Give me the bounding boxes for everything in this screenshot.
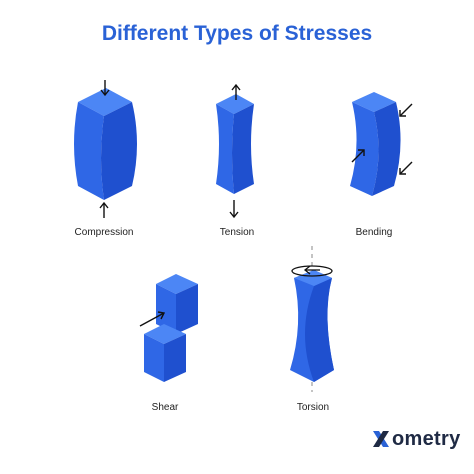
arrow-icon (139, 311, 166, 327)
torsion-figure (290, 246, 334, 392)
xometry-x-icon (373, 431, 389, 447)
bending-label: Bending (355, 227, 393, 238)
tension-label: Tension (219, 227, 255, 238)
brand-logo: ometry (370, 424, 461, 454)
arrow-icon (351, 103, 413, 175)
torsion-label: Torsion (296, 402, 330, 413)
tension-figure (216, 84, 254, 219)
compression-label: Compression (74, 227, 134, 238)
compression-figure (74, 80, 137, 218)
arrow-icon (99, 80, 110, 218)
shear-label: Shear (151, 402, 179, 413)
diagram-title: Different Types of Stresses (101, 22, 373, 45)
shear-figure (139, 274, 198, 382)
rotation-arrow-icon (291, 265, 333, 277)
brand-name: ometry (392, 427, 461, 450)
arrow-icon (229, 84, 241, 219)
bending-figure (350, 92, 413, 196)
